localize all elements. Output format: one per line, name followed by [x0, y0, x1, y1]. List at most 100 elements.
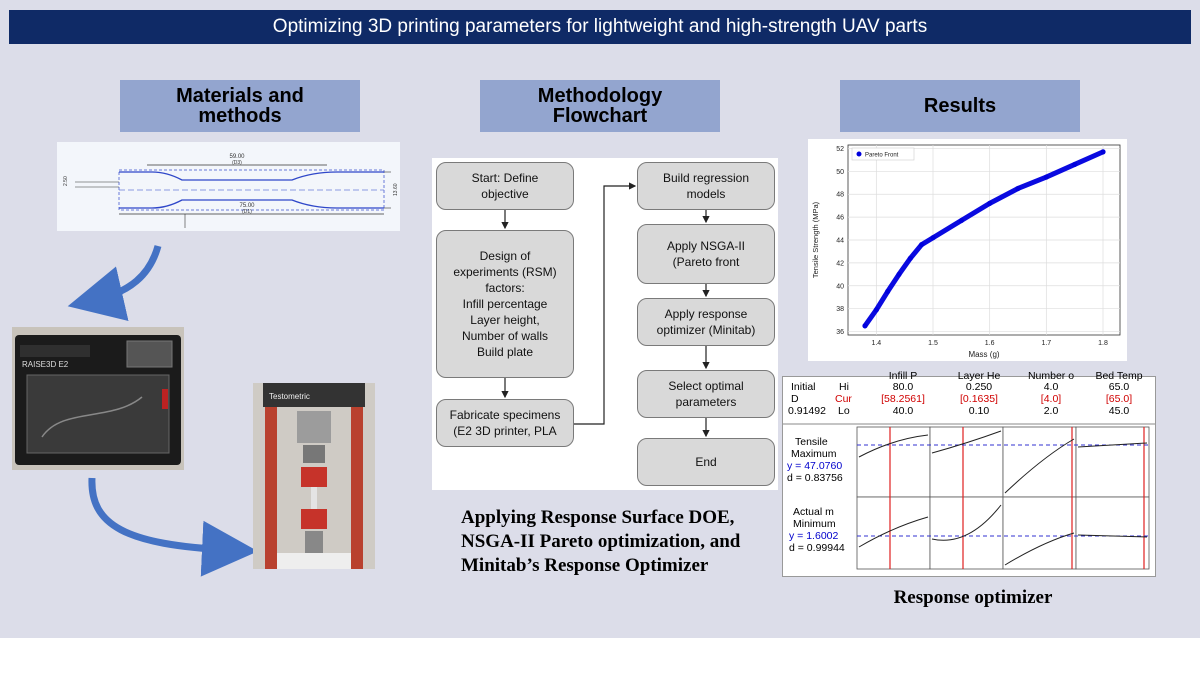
pareto-point	[987, 200, 993, 206]
factor-lo: 40.0	[892, 405, 914, 417]
y-tick-label: 46	[836, 215, 844, 222]
factor-lo: 0.10	[968, 405, 990, 417]
factor-hi: 4.0	[1043, 381, 1059, 393]
section-header-label: Methodology Flowchart	[537, 85, 663, 127]
tester-illustration: Testometric	[253, 383, 375, 569]
flow-step-fabricate: Fabricate specimens (E2 3D printer, PLA	[436, 399, 574, 447]
y-tick-label: 42	[836, 260, 844, 267]
optimizer-cur-label: Cur	[835, 393, 852, 405]
response-d: d = 0.83756	[787, 472, 843, 484]
factor-name: Infill P	[888, 370, 918, 382]
flow-step-select: Select optimal parameters	[637, 370, 775, 418]
flow-step-end: End	[637, 438, 775, 486]
pareto-point	[919, 241, 925, 248]
flowchart-caption: Applying Response Surface DOE, NSGA-II P…	[461, 507, 741, 576]
printer-photo: RAISE3D E2	[12, 327, 184, 470]
response-y: y = 1.6002	[789, 530, 839, 542]
dim-left: 2.50	[63, 176, 69, 186]
section-header-results: Results	[840, 80, 1080, 132]
optimizer-grid	[783, 423, 1155, 570]
pareto-point	[873, 307, 879, 313]
optimizer-hi-label: Hi	[839, 381, 849, 393]
response-d: d = 0.99944	[789, 542, 845, 554]
page-title: Optimizing 3D printing parameters for li…	[9, 10, 1191, 44]
y-tick-label: 50	[836, 169, 844, 176]
y-tick-label: 48	[836, 192, 844, 199]
legend-marker	[856, 151, 862, 157]
factor-name: Layer He	[957, 370, 1001, 382]
factor-name: Bed Temp	[1095, 370, 1143, 382]
factor-cur: [0.1635]	[960, 393, 998, 405]
factor-hi: 80.0	[892, 381, 914, 393]
y-axis-label: Tensile Strength (MPa)	[811, 201, 820, 278]
optimizer-d-label: D	[791, 393, 799, 405]
tensile-tester-photo: Testometric	[253, 383, 375, 569]
x-tick-label: 1.6	[985, 340, 995, 347]
pareto-chart-svg: 1.4 1.5 1.6 1.7 1.8 36 38 40 42 44 46 48 50 52Pareto …	[811, 144, 1121, 359]
factor-cur: [4.0]	[1040, 393, 1062, 405]
dim-bottom: 75.00	[239, 203, 255, 209]
dim-top-sub: (D3)	[232, 160, 242, 166]
flowchart-arrows	[501, 182, 710, 438]
pareto-point	[1043, 174, 1049, 180]
response-name: Tensile	[795, 436, 828, 448]
optimizer-d-value: 0.91492	[788, 405, 826, 417]
pareto-point	[1015, 185, 1021, 192]
pareto-point	[896, 271, 902, 277]
factor-lo: 2.0	[1043, 405, 1059, 417]
dim-right: 13.60	[393, 183, 399, 196]
factor-hi: 65.0	[1108, 381, 1130, 393]
printer-illustration: RAISE3D E2	[12, 327, 184, 470]
factor-name: Number o	[1027, 370, 1075, 382]
optimizer-initial-label: Initial	[791, 381, 816, 393]
factor-cur: [65.0]	[1105, 393, 1133, 405]
arrow-printer-to-tester	[88, 477, 258, 577]
factor-hi: 0.250	[965, 381, 993, 393]
x-axis-label: Mass (g)	[968, 350, 999, 359]
x-tick-label: 1.5	[928, 340, 938, 347]
section-header-methodology: Methodology Flowchart	[480, 80, 720, 132]
tester-brand: Testometric	[269, 392, 310, 401]
flow-step-doe: Design of experiments (RSM) factors: Inf…	[436, 230, 574, 378]
legend-label: Pareto Front	[865, 153, 899, 159]
optimizer-caption: Response optimizer	[893, 587, 1053, 608]
pareto-point	[885, 288, 891, 295]
pareto-point	[907, 255, 913, 261]
y-tick-label: 38	[836, 306, 844, 313]
flow-step-optimizer: Apply response optimizer (Minitab)	[637, 298, 775, 346]
y-tick-label: 44	[836, 238, 844, 245]
dim-bottom-sub: (D1)	[242, 209, 252, 215]
printer-brand: RAISE3D E2	[22, 360, 69, 369]
optimizer-lo-label: Lo	[838, 405, 850, 417]
pareto-point	[930, 235, 936, 241]
pareto-point	[862, 323, 868, 329]
response-goal: Maximum	[791, 448, 837, 460]
legend-box	[851, 147, 915, 161]
pareto-point	[1100, 149, 1106, 155]
response-goal: Minimum	[793, 518, 836, 530]
y-tick-label: 52	[836, 146, 844, 153]
arrow-drawing-to-printer	[67, 244, 162, 322]
section-header-label: Results	[923, 95, 997, 117]
factor-lo: 45.0	[1108, 405, 1130, 417]
section-header-materials: Materials and methods	[120, 80, 360, 132]
specimen-drawing-svg: 59.00 (D3) 75.00 (D1) 2.50 13.60	[63, 154, 399, 228]
y-tick-label: 40	[836, 283, 844, 290]
pareto-point	[958, 217, 964, 224]
y-tick-label: 36	[836, 329, 844, 336]
x-tick-label: 1.8	[1098, 340, 1108, 347]
response-name: Actual m	[793, 506, 834, 518]
response-optimizer-panel: Initial D 0.91492 Hi Cur Lo Infill P 80.…	[782, 371, 1156, 577]
flow-step-nsga: Apply NSGA-II (Pareto front	[637, 224, 775, 284]
x-tick-label: 1.7	[1041, 340, 1051, 347]
connector-arrows	[67, 244, 258, 577]
dim-top: 59.00	[229, 154, 245, 160]
factor-cur: [58.2561]	[881, 393, 925, 405]
methodology-flowchart: Start: Define objective Design of experi…	[432, 158, 778, 490]
section-header-label: Materials and methods	[176, 85, 304, 127]
specimen-drawing: 59.00 (D3) 75.00 (D1) 2.50 13.60	[57, 142, 400, 231]
x-tick-label: 1.4	[871, 340, 881, 347]
flow-step-regression: Build regression models	[637, 162, 775, 210]
flow-step-start: Start: Define objective	[436, 162, 574, 210]
